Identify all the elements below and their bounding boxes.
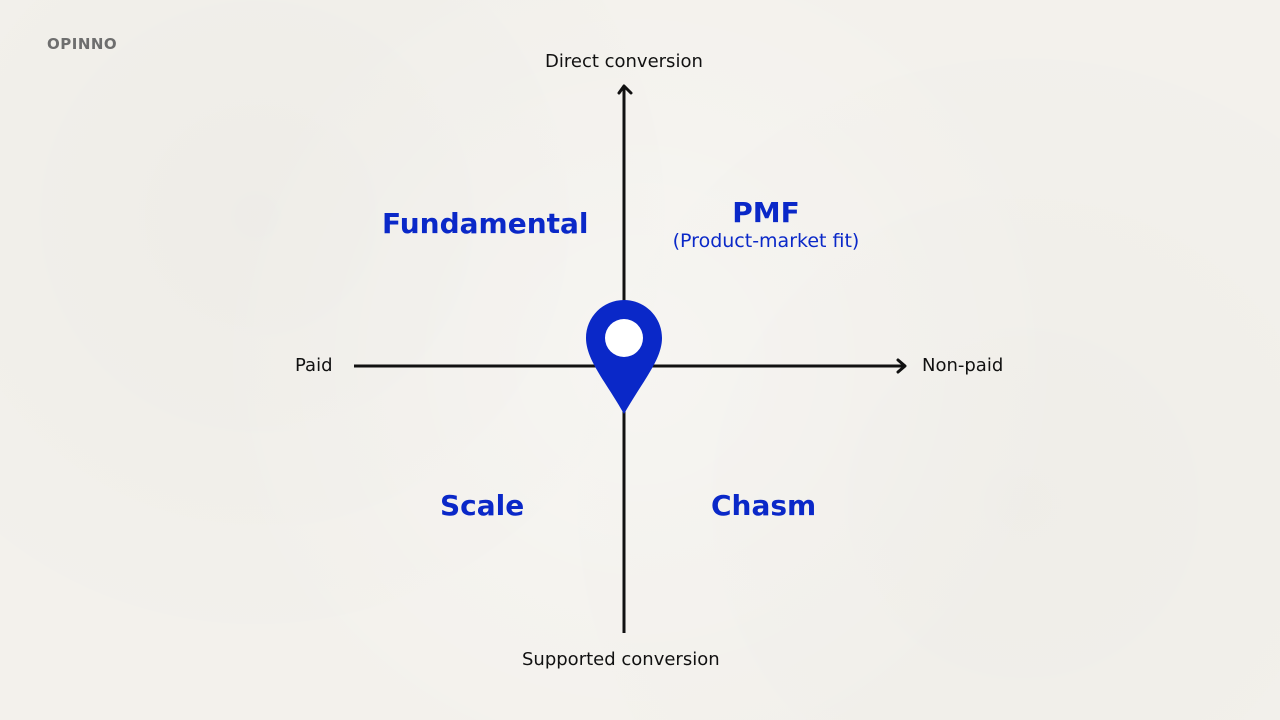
brand-logo: OPINNO bbox=[47, 35, 118, 53]
quadrant-bottom-right-label: Chasm bbox=[711, 489, 817, 522]
quadrant-bottom-left-label: Scale bbox=[440, 489, 525, 522]
axis-label-left: Paid bbox=[295, 355, 333, 376]
map-pin-icon bbox=[586, 300, 662, 414]
quadrant-top-right-subtitle: (Product-market fit) bbox=[672, 230, 860, 252]
quadrant-top-right-label: PMF (Product-market fit) bbox=[652, 196, 880, 252]
axis-label-top: Direct conversion bbox=[545, 51, 703, 72]
axis-label-right: Non-paid bbox=[922, 355, 1004, 376]
quadrant-top-left-label: Fundamental bbox=[382, 207, 589, 240]
quadrant-top-right-title: PMF bbox=[732, 196, 800, 229]
horizontal-axis-arrowhead bbox=[896, 358, 907, 374]
vertical-axis-arrowhead bbox=[617, 84, 633, 95]
axis-label-bottom: Supported conversion bbox=[522, 649, 720, 670]
